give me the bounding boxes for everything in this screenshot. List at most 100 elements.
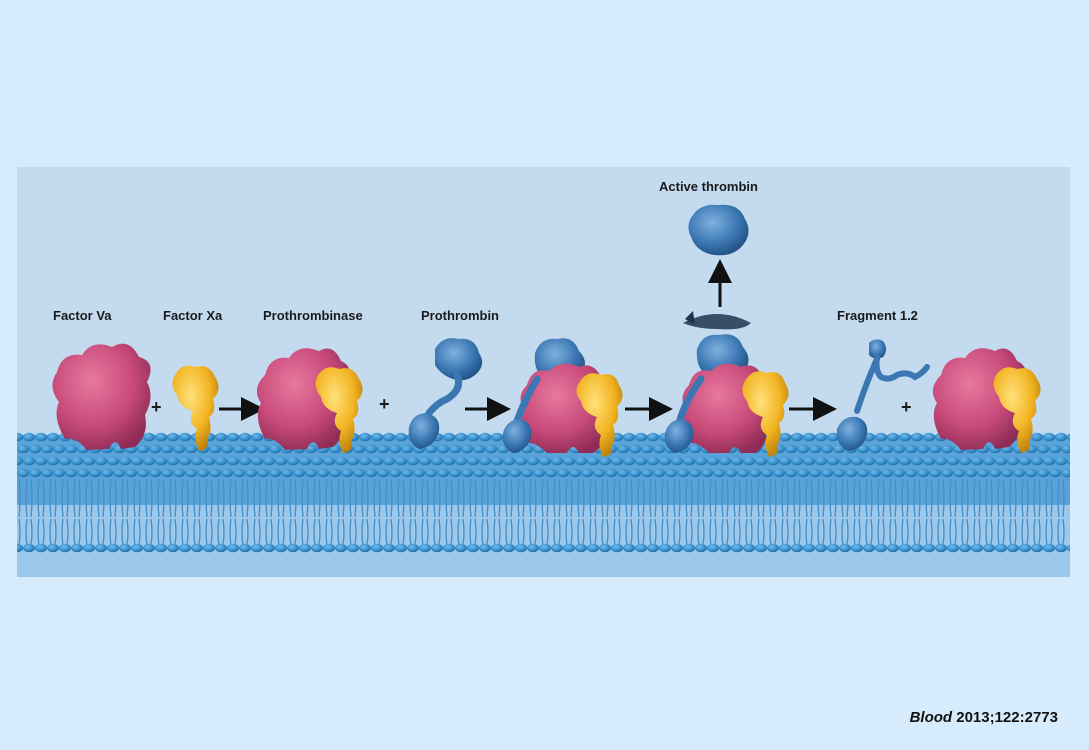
lipid-head — [635, 432, 647, 442]
lipid-head — [911, 432, 923, 442]
lipid-head — [353, 468, 365, 478]
lipid-tail — [361, 478, 369, 518]
lipid-tail — [553, 478, 561, 518]
lipid-tail — [205, 518, 213, 546]
lipid-head — [437, 468, 449, 478]
prothrombinase-complex — [256, 348, 363, 453]
lipid-head — [395, 543, 407, 553]
lipid-head — [53, 468, 65, 478]
lipid-tail — [337, 478, 345, 518]
lipid-head — [695, 456, 707, 466]
lipid-tail — [757, 518, 765, 546]
lipid-head — [797, 468, 809, 478]
lipid-head — [971, 456, 983, 466]
lipid-head — [989, 468, 1001, 478]
lipid-head — [983, 543, 995, 553]
lipid-head — [101, 468, 113, 478]
lipid-head — [317, 468, 329, 478]
lipid-head — [1007, 456, 1019, 466]
lipid-tail — [25, 518, 33, 546]
lipid-tail — [409, 478, 417, 518]
lipid-head — [983, 456, 995, 466]
lipid-head — [809, 444, 821, 454]
lipid-head — [473, 444, 485, 454]
lipid-head — [647, 432, 659, 442]
lipid-head — [1031, 543, 1043, 553]
lipid-head — [431, 543, 443, 553]
lipid-tail — [925, 478, 933, 518]
lipid-tail — [601, 518, 609, 546]
lipid-head — [155, 456, 167, 466]
lipid-head — [137, 468, 149, 478]
lipid-tail — [37, 518, 45, 546]
lipid-tail — [673, 518, 681, 546]
lipid-head — [377, 468, 389, 478]
lipid-head — [185, 468, 197, 478]
lipid-head — [221, 444, 233, 454]
lipid-head — [665, 468, 677, 478]
lipid-tail — [1009, 518, 1017, 546]
lipid-head — [239, 456, 251, 466]
lipid-head — [371, 543, 383, 553]
lipid-head — [59, 456, 71, 466]
lipid-tail — [121, 518, 129, 546]
lipid-head — [821, 444, 833, 454]
lipid-head — [1037, 444, 1049, 454]
lipid-tail — [205, 478, 213, 518]
lipid-tail — [97, 518, 105, 546]
lipid-head — [677, 468, 689, 478]
lipid-tail — [421, 518, 429, 546]
lipid-head — [383, 456, 395, 466]
lipid-head — [29, 468, 41, 478]
lipid-head — [17, 456, 23, 466]
lipid-head — [455, 432, 467, 442]
lipid-head — [545, 468, 557, 478]
lipid-head — [815, 543, 827, 553]
lipid-tail — [505, 478, 513, 518]
factor-va-protein — [52, 343, 151, 450]
lipid-head — [305, 468, 317, 478]
prothrombin-protein — [408, 338, 483, 449]
lipid-head — [785, 444, 797, 454]
lipid-tail — [349, 518, 357, 546]
lipid-head — [839, 456, 851, 466]
lipid-head — [293, 468, 305, 478]
lipid-head — [425, 444, 437, 454]
lipid-tail — [97, 478, 105, 518]
lipid-head — [395, 432, 407, 442]
lipid-head — [209, 468, 221, 478]
lipid-head — [623, 432, 635, 442]
lipid-head — [779, 456, 791, 466]
lipid-head — [443, 456, 455, 466]
lipid-head — [791, 432, 803, 442]
lipid-tail — [397, 518, 405, 546]
lipid-tail — [529, 478, 537, 518]
lipid-head — [635, 543, 647, 553]
lipid-head — [689, 468, 701, 478]
lipid-tail — [841, 518, 849, 546]
lipid-tail — [385, 518, 393, 546]
lipid-tail — [301, 478, 309, 518]
lipid-head — [413, 468, 425, 478]
lipid-head — [149, 444, 161, 454]
lipid-tail — [733, 478, 741, 518]
lipid-head — [899, 432, 911, 442]
lipid-head — [959, 543, 971, 553]
lipid-head — [485, 468, 497, 478]
lipid-head — [515, 456, 527, 466]
lipid-tail — [661, 478, 669, 518]
lipid-tail — [421, 478, 429, 518]
lipid-head — [371, 456, 383, 466]
lipid-head — [623, 543, 635, 553]
lipid-head — [17, 444, 29, 454]
lipid-tail — [385, 478, 393, 518]
lipid-head — [287, 456, 299, 466]
lipid-head — [803, 456, 815, 466]
lipid-head — [539, 456, 551, 466]
lipid-head — [653, 468, 665, 478]
lipid-head — [365, 444, 377, 454]
lipid-head — [377, 444, 389, 454]
lipid-tail — [253, 478, 261, 518]
lipid-tail — [433, 478, 441, 518]
lipid-head — [167, 432, 179, 442]
